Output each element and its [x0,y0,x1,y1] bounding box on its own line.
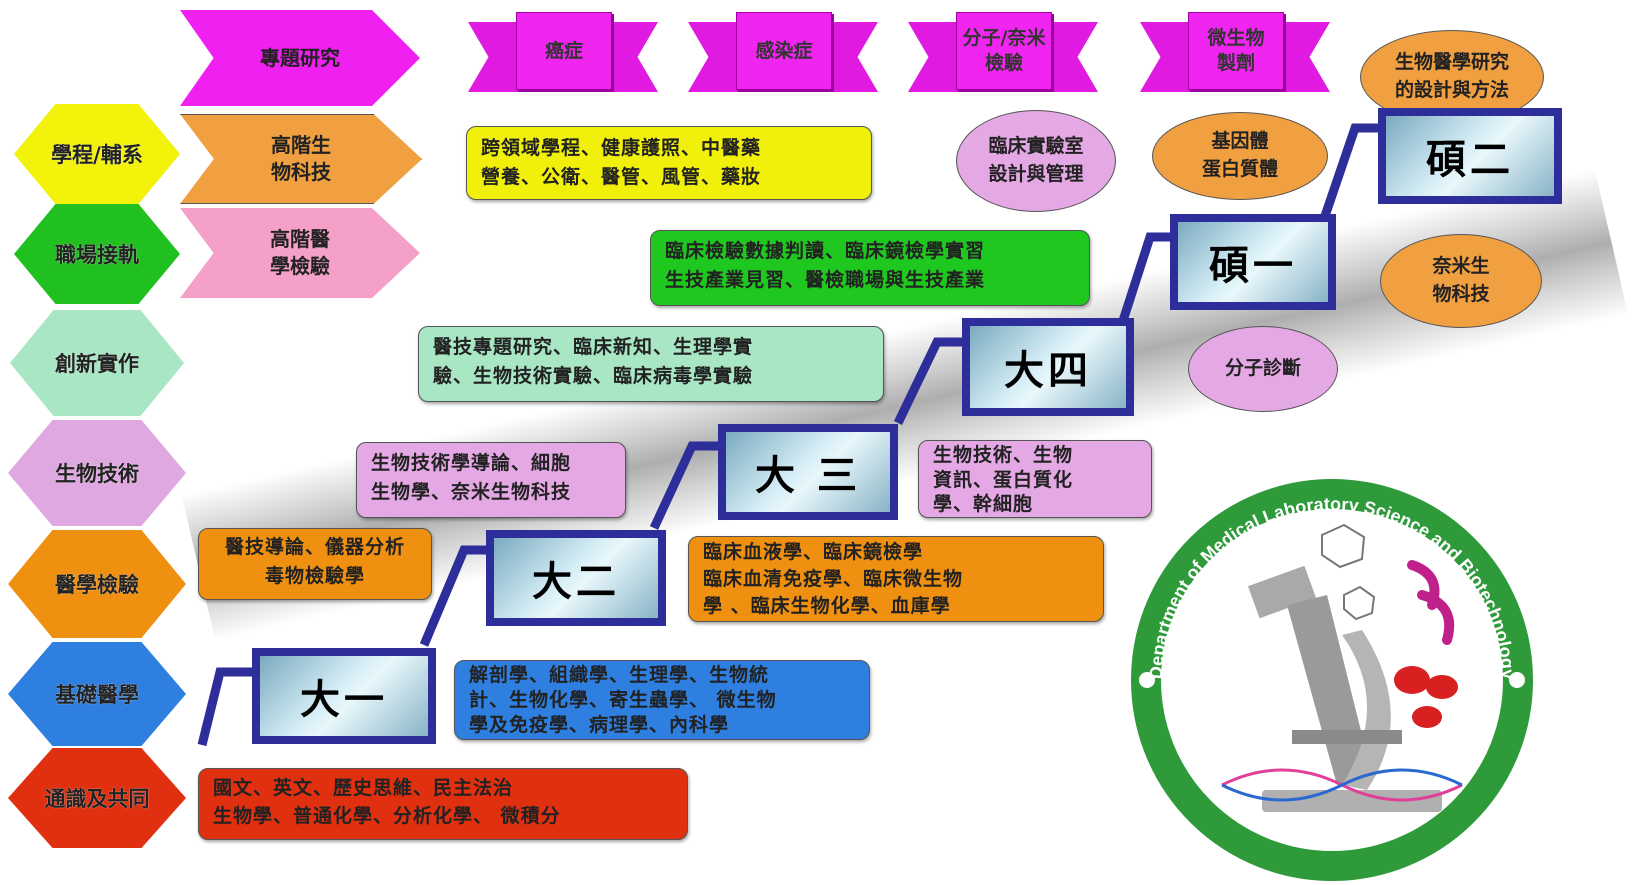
category-minor-label: 學程/輔系 [51,142,143,167]
topic-cancer: 癌症 [468,12,658,98]
topic-molecular-nano-body: 分子/奈米 檢驗 [956,12,1052,90]
arrow-advanced-biotech: 高階生 物科技 [180,114,422,204]
topic-infection-body: 感染症 [736,12,832,90]
department-logo: Department of Medical Laboratory Science… [1131,479,1533,881]
topic-microbial: 微生物 製劑 [1140,12,1330,98]
course-box-general: 國文、英文、歷史思維、民主法治 生物學、普通化學、分析化學、 微積分 [198,768,688,840]
category-innovation-label: 創新實作 [55,351,139,376]
course-box-career: 臨床檢驗數據判讀、臨床鏡檢學實習 生技產業見習、醫檢職場與生技產業 [650,230,1090,306]
course-box-medlab-1: 醫技導論、儀器分析 毒物檢驗學 [198,528,432,600]
topic-cancer-label: 癌症 [544,39,583,62]
category-general: 通識及共同 [8,748,186,848]
stair-4 [893,337,966,425]
year-box-master-2: 碩二 [1378,108,1562,204]
microscope-icon [1247,565,1442,812]
stair-5 [1115,232,1174,332]
arrow-advanced-medlab: 高階醫 學檢驗 [180,208,420,298]
topic-molecular-nano: 分子/奈米 檢驗 [908,12,1098,98]
dna-icon [1221,768,1463,802]
virus-icon [1321,523,1376,621]
topic-infection-label: 感染症 [755,39,813,62]
stair-2 [419,545,492,647]
course-box-innovation: 醫技專題研究、臨床新知、生理學實 驗、生物技術實驗、臨床病毒學實驗 [418,326,884,402]
blood-cell-icon [1394,666,1458,728]
course-box-minor: 跨領域學程、健康護照、中醫藥 營養、公衛、醫管、風管、藥妝 [466,126,872,200]
bacteria-icon [1407,560,1455,645]
stair-6 [1320,123,1378,218]
ellipse-genome-proteome: 基因體 蛋白質體 [1152,112,1328,200]
category-biotech-label: 生物技術 [55,461,139,486]
arrow-research: 專題研究 [180,10,420,106]
year-box-1: 大一 [252,648,436,744]
arrow-advanced-biotech-label: 高階生 物科技 [271,133,331,184]
topic-infection: 感染症 [688,12,878,98]
course-box-medlab-3: 臨床血液學、臨床鏡檢學 臨床血清免疫學、臨床微生物 學 、臨床生物化學、血庫學 [688,536,1104,622]
ellipse-molecular-dx: 分子診斷 [1188,326,1338,412]
topic-molecular-nano-label: 分子/奈米 檢驗 [962,27,1046,74]
ellipse-nano-biotech: 奈米生 物科技 [1380,234,1542,328]
year-box-4: 大四 [962,318,1134,416]
year-box-master-1: 碩一 [1170,214,1336,310]
category-medlab-label: 醫學檢驗 [55,572,139,597]
topic-microbial-label: 微生物 製劑 [1207,27,1265,74]
course-box-biotech-2: 生物技術學導論、細胞 生物學、奈米生物科技 [356,442,626,518]
stair-1 [197,667,258,747]
course-box-basic: 解剖學、組織學、生理學、生物統 計、生物化學、寄生蟲學、 微生物 學及免疫學、病… [454,660,870,740]
category-medlab: 醫學檢驗 [8,530,186,638]
year-box-3: 大 三 [718,424,898,520]
topic-microbial-body: 微生物 製劑 [1188,12,1284,90]
category-basic-medicine-label: 基礎醫學 [55,682,139,707]
stair-3 [649,441,722,530]
category-general-label: 通識及共同 [44,786,150,811]
category-career-label: 職場接軌 [55,242,139,267]
course-box-biotech-3: 生物技術、生物 資訊、蛋白質化 學、幹細胞 [918,440,1152,518]
arrow-advanced-medlab-label: 高階醫 學檢驗 [270,227,330,278]
year-box-2: 大二 [486,530,666,626]
ellipse-clinical-lab: 臨床實驗室 設計與管理 [956,110,1116,212]
topic-cancer-body: 癌症 [516,12,612,90]
arrow-research-label: 專題研究 [260,45,340,70]
